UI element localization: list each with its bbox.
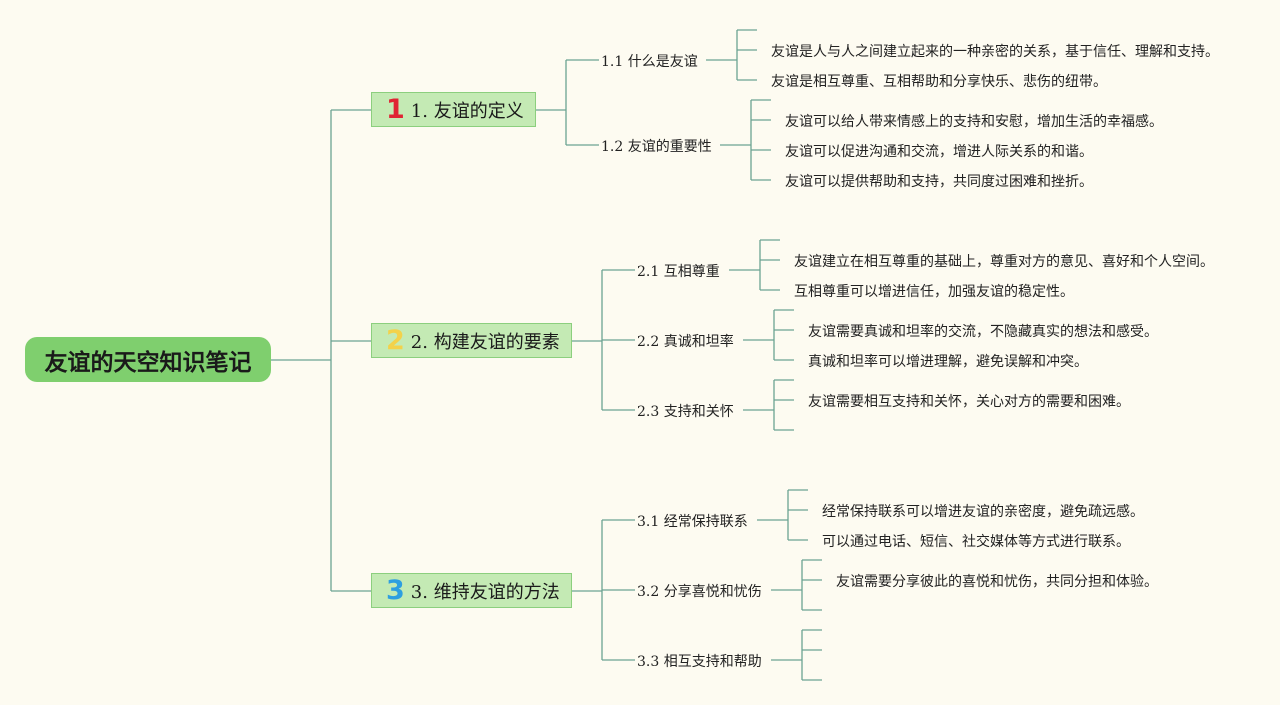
leaf-note: 友谊建立在相互尊重的基础上，尊重对方的意见、喜好和个人空间。 [794,254,1214,270]
leaf-note: 友谊可以促进沟通和交流，增进人际关系的和谐。 [785,144,1093,160]
subtopic-1-2[interactable]: 1.2 友谊的重要性 [601,139,712,155]
subtopic-1-1[interactable]: 1.1 什么是友谊 [601,54,698,70]
branch-number-icon: 1 [386,94,405,125]
subtopic-2-1[interactable]: 2.1 互相尊重 [637,264,720,280]
leaf-note: 真诚和坦率可以增进理解，避免误解和冲突。 [808,354,1088,370]
leaf-note: 友谊可以给人带来情感上的支持和安慰，增加生活的幸福感。 [785,114,1163,130]
subtopic-3-3[interactable]: 3.3 相互支持和帮助 [637,654,762,670]
subtopic-2-2[interactable]: 2.2 真诚和坦率 [637,334,734,350]
leaf-note: 友谊需要分享彼此的喜悦和忧伤，共同分担和体验。 [836,574,1158,590]
leaf-note: 互相尊重可以增进信任，加强友谊的稳定性。 [794,284,1074,300]
leaf-note: 友谊需要相互支持和关怀，关心对方的需要和困难。 [808,394,1130,410]
leaf-note: 可以通过电话、短信、社交媒体等方式进行联系。 [822,534,1130,550]
root-title: 友谊的天空知识笔记 [44,349,252,376]
branch-label: 2. 构建友谊的要素 [410,331,560,353]
leaf-note: 友谊需要真诚和坦率的交流，不隐藏真实的想法和感受。 [808,324,1158,340]
leaf-note: 友谊是人与人之间建立起来的一种亲密的关系，基于信任、理解和支持。 [771,44,1219,60]
leaf-note: 友谊是相互尊重、互相帮助和分享快乐、悲伤的纽带。 [771,74,1107,90]
branch-number-icon: 2 [386,325,405,356]
leaf-note: 友谊可以提供帮助和支持，共同度过困难和挫折。 [785,174,1093,190]
branch-label: 3. 维持友谊的方法 [410,581,560,603]
subtopic-3-2[interactable]: 3.2 分享喜悦和忧伤 [637,584,762,600]
subtopic-2-3[interactable]: 2.3 支持和关怀 [637,404,734,420]
root-topic[interactable]: 友谊的天空知识笔记 [25,337,271,382]
branch-label: 1. 友谊的定义 [410,100,524,122]
leaf-note: 经常保持联系可以增进友谊的亲密度，避免疏远感。 [822,504,1144,520]
subtopic-3-1[interactable]: 3.1 经常保持联系 [637,514,748,530]
branch-number-icon: 3 [386,575,405,606]
